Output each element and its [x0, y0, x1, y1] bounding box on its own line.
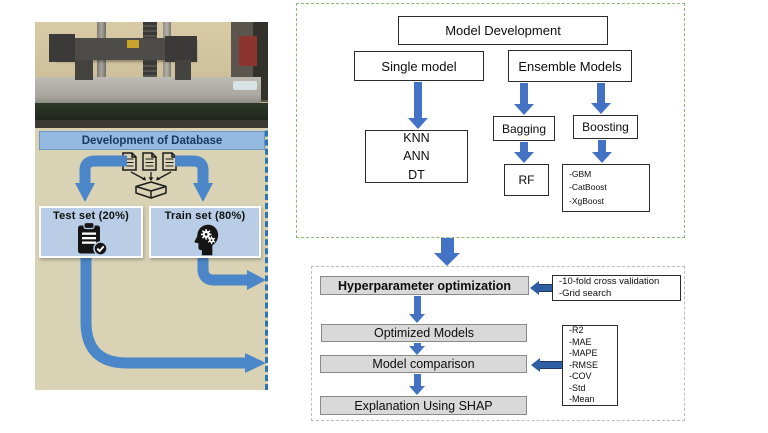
dt-label: DT — [408, 167, 425, 182]
photo-concrete-beam — [35, 77, 261, 103]
train-set-label: Train set (80%) — [164, 210, 246, 222]
single-model-items-box: KNN ANN DT — [365, 130, 468, 183]
mape-label: -MAPE — [569, 348, 598, 359]
photo-beam-label — [233, 81, 257, 90]
ten-fold-label: -10-fold cross validation — [559, 275, 660, 287]
optimization-chart: Hyperparameter optimization Optimized Mo… — [311, 266, 685, 421]
arrow-ensemble-to-bagging — [514, 83, 534, 115]
cov-label: -COV — [569, 371, 592, 382]
single-model-box: Single model — [354, 51, 484, 81]
train-set-box: Train set (80%) — [149, 206, 261, 258]
explanation-shap-box: Explanation Using SHAP — [320, 396, 527, 415]
rf-box: RF — [504, 164, 549, 196]
catboost-label: -CatBoost — [569, 182, 607, 193]
arrow-top-to-bottom-chart — [434, 238, 460, 266]
model-comparison-box: Model comparison — [320, 355, 527, 373]
ensemble-models-box: Ensemble Models — [508, 50, 632, 82]
arrow-single-to-items — [408, 82, 428, 129]
arrow-comparison-to-shap — [409, 374, 425, 395]
mean-label: -Mean — [569, 394, 595, 405]
bagging-box: Bagging — [493, 116, 555, 141]
photo-crosshead — [57, 38, 197, 60]
arrow-bagging-to-rf — [514, 142, 534, 163]
gbm-label: -GBM — [569, 169, 592, 180]
knn-label: KNN — [403, 131, 430, 146]
rmse-label: -RMSE — [569, 359, 598, 370]
photo-floor — [35, 120, 268, 128]
arrow-boosting-to-items — [592, 140, 612, 163]
grid-search-label: -Grid search — [559, 288, 612, 299]
arrow-optimized-to-comparison — [409, 343, 425, 355]
photo-red-equipment-right — [239, 36, 257, 66]
boosting-items-box: -GBM -CatBoost -XgBoost — [562, 164, 650, 212]
model-development-box: Model Development — [398, 16, 608, 45]
clipboard-check-icon — [78, 222, 108, 256]
photo-yellow-detail — [127, 40, 139, 48]
cross-validation-note-box: -10-fold cross validation -Grid search — [552, 275, 681, 301]
test-set-box: Test set (20%) — [39, 206, 143, 258]
head-gears-icon — [194, 224, 219, 256]
beam-test-photo — [35, 22, 268, 128]
boosting-box: Boosting — [573, 115, 638, 139]
test-set-label: Test set (20%) — [53, 210, 129, 222]
photo-machine-base — [35, 103, 268, 120]
arrow-note-to-hyper — [530, 281, 552, 295]
mae-label: -MAE — [569, 336, 592, 347]
metrics-note-box: -R2 -MAE -MAPE -RMSE -COV -Std -Mean — [562, 325, 618, 406]
hyperparameter-optimization-box: Hyperparameter optimization — [320, 276, 529, 295]
arrow-metrics-to-comparison — [531, 358, 562, 372]
database-development-panel: Development of Database — [35, 22, 268, 390]
ann-label: ANN — [403, 149, 430, 164]
xgboost-label: -XgBoost — [569, 195, 604, 206]
arrow-hyper-to-optimized — [409, 296, 425, 323]
optimized-models-box: Optimized Models — [321, 324, 527, 342]
std-label: -Std — [569, 382, 586, 393]
documents-collection-icon — [122, 152, 177, 199]
model-development-chart: Model Development Single model Ensemble … — [296, 3, 685, 238]
arrow-ensemble-to-boosting — [591, 83, 611, 114]
r2-label: -R2 — [569, 325, 584, 336]
development-of-database-banner: Development of Database — [39, 131, 265, 150]
